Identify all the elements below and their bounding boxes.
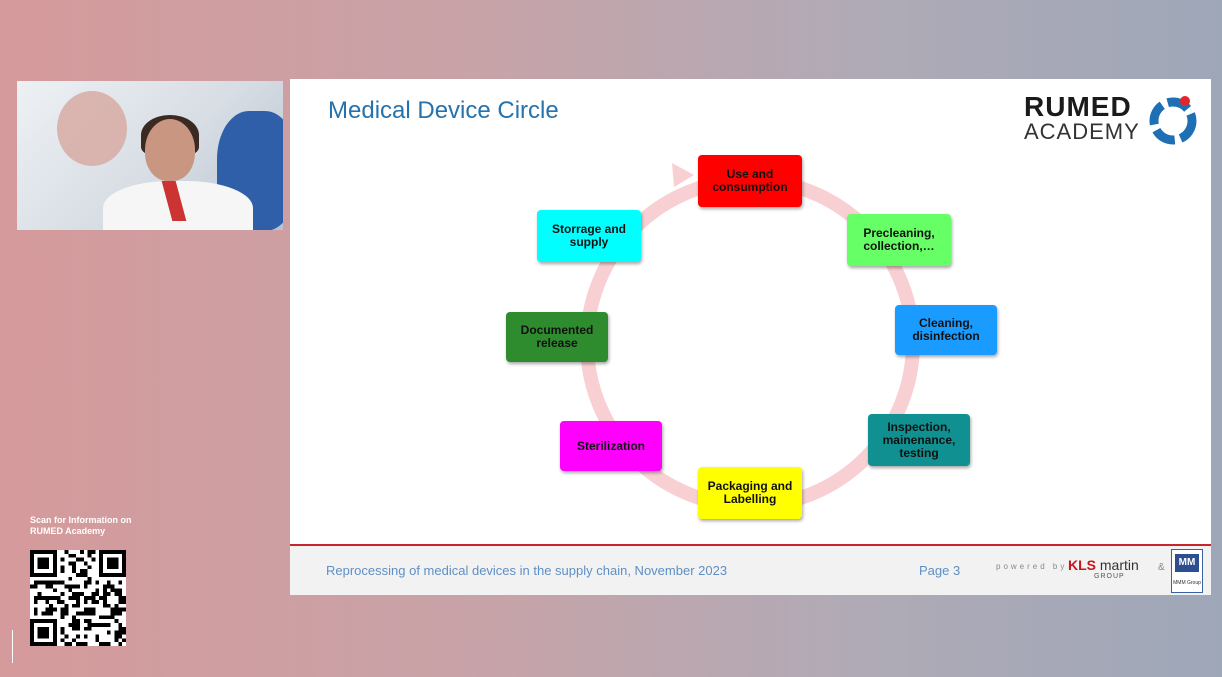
kls-martin-logo: KLS martin [1068, 557, 1139, 573]
presenter-face [145, 119, 195, 181]
presentation-slide: Medical Device Circle RUMED ACADEMY Use … [290, 79, 1211, 595]
cycle-node-sterilization: Sterilization [560, 421, 662, 471]
background-blur [57, 91, 127, 166]
slide-title: Medical Device Circle [328, 97, 559, 124]
cycle-node-release: Documented release [506, 312, 608, 362]
kls-group-label: GROUP [1094, 573, 1125, 580]
qr-code-icon[interactable] [30, 550, 126, 646]
slide-footer: Reprocessing of medical devices in the s… [290, 546, 1211, 595]
mm-logo-mark: MM [1175, 554, 1199, 572]
logo-line1: RUMED [1024, 91, 1132, 122]
ampersand: & [1158, 562, 1165, 573]
mm-logo-label: MMM Group [1173, 580, 1201, 586]
cycle-node-storage: Storrage and supply [537, 210, 641, 262]
cycle-node-inspection: Inspection, mainenance, testing [868, 414, 970, 466]
footer-rule [290, 544, 1211, 546]
cycle-node-use: Use and consumption [698, 155, 802, 207]
ring-arrow-head [672, 163, 694, 187]
powered-by-label: powered by [996, 562, 1068, 571]
cycle-node-packaging: Packaging and Labelling [698, 467, 802, 519]
cycle-node-cleaning: Cleaning, disinfection [895, 305, 997, 355]
kls-bold: KLS [1068, 557, 1096, 573]
presenter-video [17, 81, 283, 230]
rumed-ring-icon [1149, 96, 1197, 145]
mmm-group-logo: MM MMM Group [1171, 549, 1203, 593]
qr-caption: Scan for Information on RUMED Academy [30, 515, 132, 536]
page-number: Page 3 [919, 563, 961, 578]
kls-rest: martin [1099, 557, 1139, 573]
logo-line2: ACADEMY [1024, 119, 1140, 144]
medical-device-cycle-diagram: Use and consumption Precleaning, collect… [290, 79, 1211, 549]
rumed-academy-logo: RUMED ACADEMY [1024, 87, 1199, 147]
cycle-node-precleaning: Precleaning, collection,… [847, 214, 951, 266]
footer-text: Reprocessing of medical devices in the s… [326, 563, 728, 578]
scroll-indicator [12, 630, 13, 663]
